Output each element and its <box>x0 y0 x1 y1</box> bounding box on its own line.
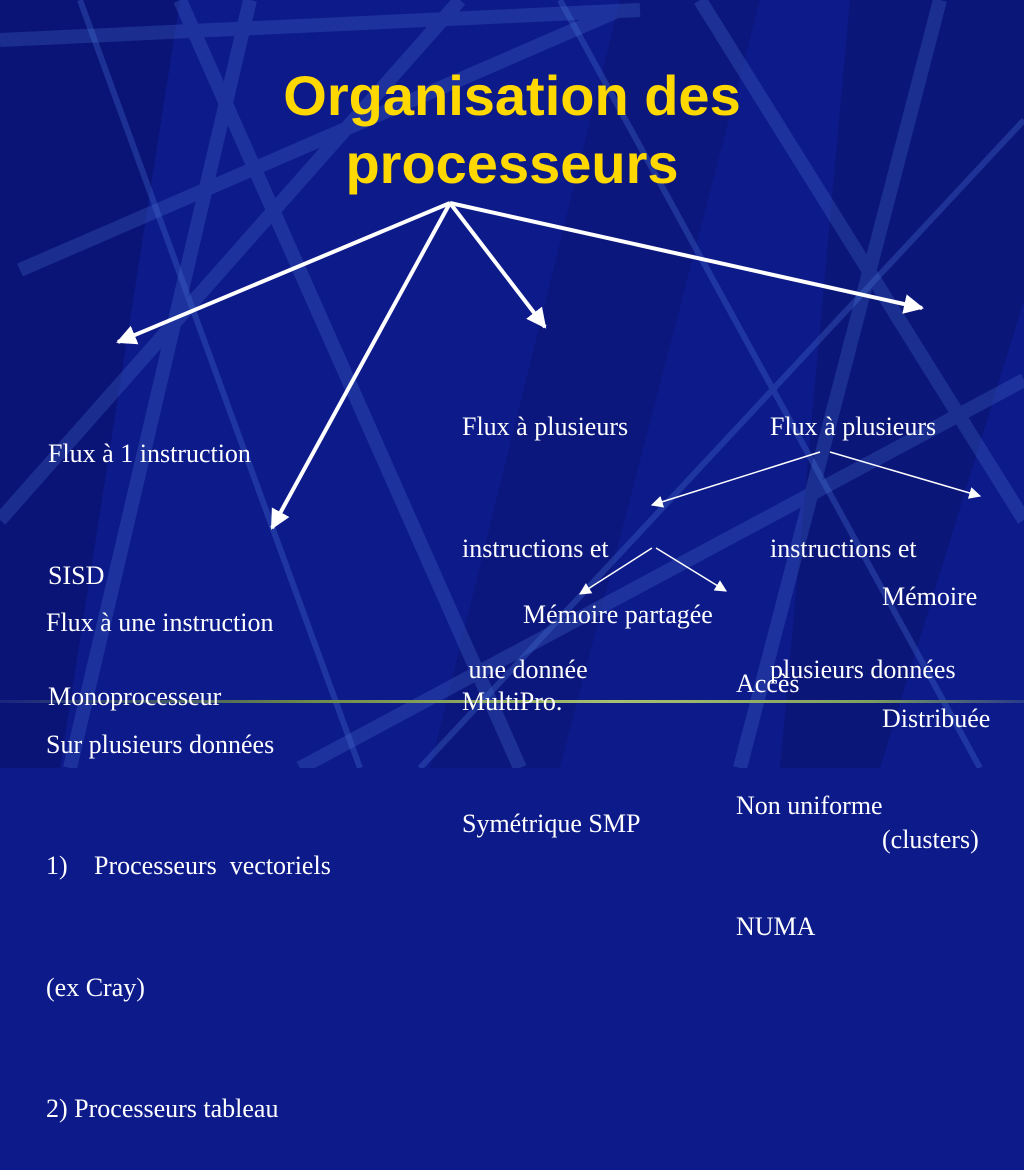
simd-line-4: (ex Cray) <box>46 972 145 1002</box>
arrow-to-distributed-memory <box>829 451 982 499</box>
misd-line-2: instructions et <box>462 533 609 563</box>
node-mimd: Flux à plusieurs instructions et plusieu… <box>770 326 956 731</box>
node-sisd: Flux à 1 instruction SISD Monoprocesseur <box>48 353 251 758</box>
node-numa: Accès Non uniforme NUMA <box>736 583 883 988</box>
shared-memory-label: Mémoire partagée <box>523 600 713 629</box>
numa-line-1: Accès <box>736 669 800 698</box>
simd-line-1: Flux à une instruction <box>46 608 274 637</box>
arrow-to-simd <box>270 202 452 530</box>
numa-line-3: NUMA <box>736 912 816 941</box>
sisd-line-2: SISD <box>48 560 105 590</box>
distributed-memory-line-2: Distribuée <box>882 703 991 733</box>
simd-item-1: 1) Processeurs vectoriels <box>46 846 331 887</box>
hierarchy-arrows <box>116 201 982 595</box>
title-line-1: Organisation des <box>283 64 741 127</box>
arrow-to-smp <box>578 547 653 595</box>
node-distributed-memory: Mémoire Distribuée (clusters) <box>882 496 1024 901</box>
arrow-to-sisd <box>116 201 451 345</box>
mimd-line-1: Flux à plusieurs <box>770 412 937 441</box>
simd-item-1-text: Processeurs vectoriels <box>94 851 331 880</box>
simd-line-5: 2) Processeurs tableau <box>46 1094 279 1123</box>
sisd-line-3: Monoprocesseur <box>48 682 222 711</box>
arrow-to-misd <box>448 201 547 329</box>
slide-title: Organisation des processeurs <box>0 62 1024 198</box>
smp-line-1: MultiPro. <box>462 687 563 716</box>
node-simd: Flux à une instruction Sur plusieurs don… <box>46 522 331 1170</box>
numa-line-2: Non uniforme <box>736 790 883 820</box>
mimd-line-3: plusieurs données <box>770 655 956 684</box>
mimd-line-2: instructions et <box>770 533 917 563</box>
title-line-2: processeurs <box>345 132 679 195</box>
node-smp: MultiPro. Symétrique SMP <box>462 601 640 885</box>
arrow-to-shared-memory <box>650 451 821 508</box>
simd-item-1-number: 1) <box>46 851 68 880</box>
distributed-memory-line-1: Mémoire <box>882 582 978 611</box>
background-decoration <box>0 0 1024 768</box>
smp-line-2: Symétrique SMP <box>462 808 641 838</box>
node-misd: Flux à plusieurs instructions et une don… <box>462 326 628 731</box>
misd-line-3: une donnée <box>462 655 588 684</box>
arrow-to-mimd <box>449 201 924 314</box>
simd-line-2: Sur plusieurs données <box>46 729 275 759</box>
misd-line-1: Flux à plusieurs <box>462 412 629 441</box>
arrow-to-numa <box>655 547 728 592</box>
distributed-memory-line-3: (clusters) <box>882 825 979 854</box>
sisd-line-1: Flux à 1 instruction <box>48 439 251 468</box>
node-shared-memory: Mémoire partagée <box>523 514 713 676</box>
bottom-divider-line <box>0 700 1024 703</box>
